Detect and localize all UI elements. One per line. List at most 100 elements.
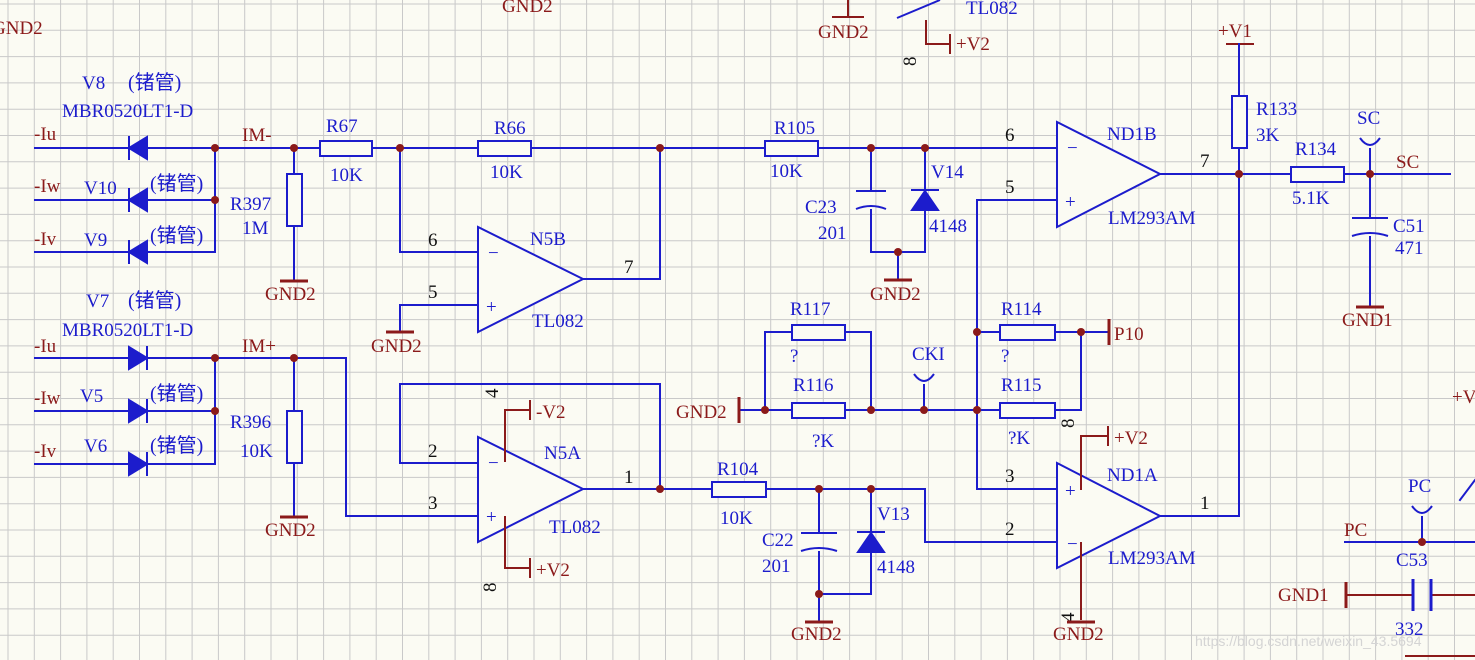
plus-sign: + <box>486 507 497 528</box>
pin-number: 7 <box>624 257 634 278</box>
gnd-label: GND2 <box>0 18 43 39</box>
resistor-ref: R116 <box>793 375 833 396</box>
pin-number: 2 <box>428 441 438 462</box>
resistor-value: ?K <box>812 431 834 452</box>
resistor-value: ? <box>790 346 798 367</box>
gnd-label: GND1 <box>1278 585 1329 606</box>
diode-v14 <box>910 189 940 211</box>
power-symbol <box>1080 426 1109 490</box>
diode-ref: V6 <box>84 436 107 457</box>
input-label: -Iv <box>34 441 57 462</box>
resistor-r67 <box>319 140 373 157</box>
resistor-ref: R67 <box>326 116 358 137</box>
resistor-value: 5.1K <box>1292 188 1330 209</box>
diode-v13 <box>856 531 886 553</box>
gnd-symbol <box>832 0 864 18</box>
resistor-ref: R115 <box>1001 375 1041 396</box>
opamp-ref: N5B <box>530 229 566 250</box>
feedback-wire <box>399 383 661 490</box>
pin-number: 5 <box>428 282 438 303</box>
power-symbol <box>504 400 531 578</box>
wire <box>399 304 479 331</box>
pin-number: 5 <box>1005 177 1015 198</box>
minus-sign: − <box>488 453 499 474</box>
power-symbol <box>925 20 951 54</box>
diode-note: (锗管) <box>150 172 203 195</box>
resistor-r117 <box>791 324 846 341</box>
plus-sign: + <box>1065 481 1076 502</box>
capacitor-value: 201 <box>818 223 847 244</box>
input-label: -Iu <box>34 336 57 357</box>
resistor-value: 10K <box>490 162 523 183</box>
pin-number: 6 <box>1005 125 1015 146</box>
resistor-r105 <box>764 140 819 157</box>
pin-number: 1 <box>624 467 634 488</box>
port-label: SC <box>1357 108 1380 129</box>
diode-ref: V7 <box>86 291 109 312</box>
resistor-r114 <box>999 324 1056 341</box>
input-label: -Iv <box>34 229 57 250</box>
capacitor-c22 <box>800 532 838 552</box>
pin-number: 4 <box>1058 612 1079 622</box>
diode-part: MBR0520LT1-D <box>62 101 193 122</box>
diode-note: (锗管) <box>128 71 181 94</box>
resistor-ref: R397 <box>230 194 271 215</box>
net-label: P10 <box>1114 324 1144 345</box>
pin-number: 7 <box>1200 151 1210 172</box>
diode-v6 <box>128 451 149 477</box>
resistor-value: 3K <box>1256 125 1280 146</box>
opamp-ref: ND1B <box>1107 124 1157 145</box>
pin-number: 6 <box>428 230 438 251</box>
capacitor-c53 <box>1411 579 1433 611</box>
diode-note: (锗管) <box>128 289 181 312</box>
input-label: -Iw <box>34 176 61 197</box>
resistor-ref: R117 <box>790 299 830 320</box>
resistor-r397 <box>286 173 303 227</box>
power-label: -V2 <box>536 402 566 423</box>
resistor-ref: R105 <box>774 118 815 139</box>
diode-ref: V10 <box>84 178 117 199</box>
resistor-r104 <box>711 481 767 498</box>
resistor-value: ?K <box>1008 428 1030 449</box>
diode-note: (锗管) <box>150 224 203 247</box>
input-label: -Iw <box>34 388 61 409</box>
diode-ref: V9 <box>84 230 107 251</box>
opamp-ref: ND1A <box>1107 465 1158 486</box>
gnd-label: GND2 <box>870 284 921 305</box>
c23-v14-branch <box>870 147 926 279</box>
resistor-value: ? <box>1001 346 1009 367</box>
gnd-label: GND2 <box>791 624 842 645</box>
c22-v13-branch <box>818 488 872 621</box>
capacitor-value: 201 <box>762 556 791 577</box>
resistor-ref: R133 <box>1256 99 1297 120</box>
diode-value: 4148 <box>929 216 967 237</box>
minus-sign: − <box>1067 138 1078 159</box>
resistor-r66 <box>477 140 532 157</box>
threshold-wire <box>976 199 1058 490</box>
capacitor-c23 <box>855 190 887 210</box>
power-label: +V2 <box>536 560 570 581</box>
diode-v9 <box>127 239 148 265</box>
opamp-ref: N5A <box>544 443 581 464</box>
capacitor-ref: C53 <box>1396 550 1428 571</box>
opamp-n5b <box>477 225 586 334</box>
diode-v10 <box>127 187 148 213</box>
gnd-label: GND2 <box>371 336 422 357</box>
resistor-value: 1M <box>242 218 269 239</box>
opamp-part: TL082 <box>532 311 584 332</box>
net-label: IM+ <box>242 336 276 357</box>
pin-number: 8 <box>900 57 921 67</box>
diode-v8 <box>127 135 148 161</box>
resistor-value: 10K <box>240 441 273 462</box>
resistor-r396 <box>286 410 303 464</box>
resistor-ref: R396 <box>230 412 271 433</box>
gnd-label: GND2 <box>676 402 727 423</box>
im-plus-net <box>214 357 479 517</box>
opamp-nd1b <box>1056 120 1163 229</box>
net-label: SC <box>1396 152 1419 173</box>
gnd-label: GND2 <box>265 520 316 541</box>
watermark: https://blog.csdn.net/weixin_43.5694 <box>1195 633 1422 649</box>
gnd-label: GND2 <box>502 0 553 17</box>
resistor-ref: R66 <box>494 118 526 139</box>
